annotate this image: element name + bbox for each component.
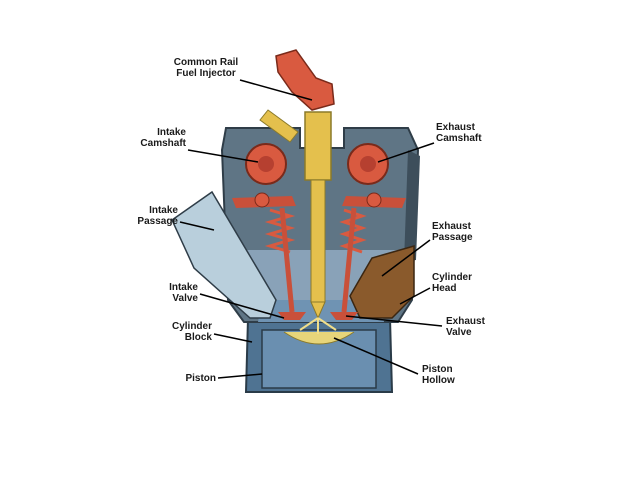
- label-exhaust-passage: Exhaust Passage: [432, 221, 473, 243]
- label-intake-camshaft: Intake Camshaft: [140, 127, 186, 149]
- label-exhaust-camshaft: Exhaust Camshaft: [436, 122, 482, 144]
- intake-rocker-pivot: [254, 192, 270, 208]
- leader-intake-valve: [199, 293, 285, 319]
- label-exhaust-valve: Exhaust Valve: [446, 316, 485, 338]
- intake-valve-head: [278, 312, 306, 320]
- leader-intake-camshaft: [187, 149, 259, 163]
- exhaust-valve-stem: [341, 207, 357, 313]
- leader-cylinder-block: [213, 333, 253, 343]
- exhaust-camshaft-inner: [360, 156, 376, 172]
- exhaust-rocker-pivot: [366, 192, 382, 208]
- leader-exhaust-valve: [345, 315, 443, 327]
- label-piston-hollow: Piston Hollow: [422, 364, 455, 386]
- leader-intake-passage: [179, 221, 215, 231]
- piston-hollow-shape: [283, 331, 355, 345]
- leader-piston: [217, 373, 263, 379]
- intake-spring: [264, 208, 296, 254]
- leader-lines: [179, 79, 443, 379]
- head-right-rib: [404, 150, 420, 262]
- intake-valve-stem: [279, 207, 295, 313]
- label-cylinder-head: Cylinder Head: [432, 272, 473, 294]
- injector-fuel-line: [259, 109, 299, 143]
- injector-tip: [310, 301, 326, 320]
- leader-exhaust-passage: [381, 239, 431, 277]
- injector-spray: [299, 317, 337, 334]
- leader-injector: [239, 79, 313, 101]
- intake-camshaft-inner: [258, 156, 274, 172]
- leader-exhaust-camshaft: [377, 142, 435, 163]
- label-common-rail-fuel-injector: Common Rail Fuel Injector: [173, 57, 239, 79]
- label-piston: Piston: [185, 373, 216, 384]
- leader-piston-hollow: [333, 337, 419, 375]
- leader-cylinder-head: [399, 287, 431, 305]
- injector-stem: [310, 179, 326, 303]
- intake-passage-shape: [171, 190, 277, 319]
- label-intake-passage: Intake Passage: [137, 205, 178, 227]
- injector-connector: [275, 49, 335, 111]
- label-intake-valve: Intake Valve: [169, 282, 198, 304]
- injector-body: [304, 111, 332, 181]
- exhaust-valve-head: [330, 312, 358, 320]
- label-cylinder-block: Cylinder Block: [171, 321, 212, 343]
